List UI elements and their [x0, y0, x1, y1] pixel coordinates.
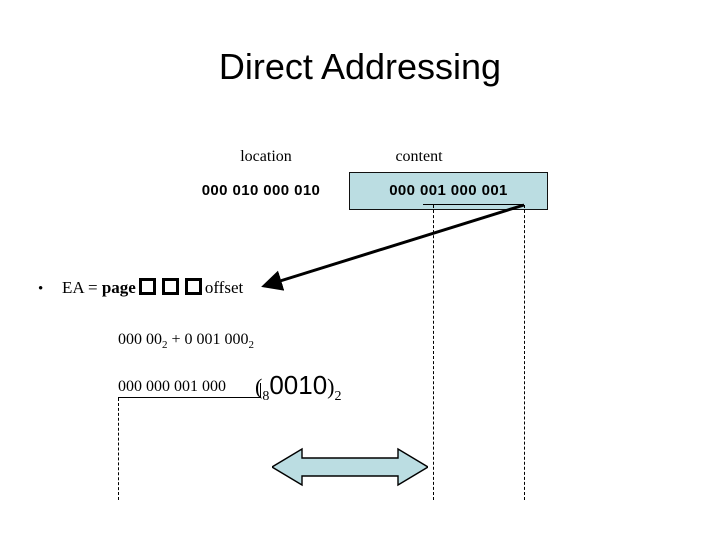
- overlay-open-paren: (: [255, 374, 263, 399]
- ea-formula-row: • EA = page offset: [38, 277, 243, 300]
- guide-line-left: [118, 398, 119, 500]
- guide-line-middle: [433, 205, 434, 500]
- overlay-close-paren: ): [327, 374, 335, 399]
- location-column-header: location: [240, 148, 292, 165]
- equation-operator: + 0 001 000: [167, 331, 249, 348]
- page-title: Direct Addressing: [218, 46, 502, 87]
- octal-binary-overlay: (80010)2: [255, 372, 342, 404]
- result-field-tick: [260, 383, 261, 398]
- overlay-digits: 0010: [269, 370, 328, 400]
- guide-line-right: [524, 205, 525, 500]
- result-underline: [118, 397, 261, 398]
- pointer-arrow-icon: [261, 203, 525, 291]
- equation-subscript-a: 2: [162, 339, 168, 351]
- double-headed-arrow-icon: [272, 447, 428, 487]
- equation-operand-a: 000 00: [118, 331, 162, 348]
- ea-label: EA =: [62, 278, 102, 297]
- equation-row: 000 002 + 0 001 0002: [118, 330, 254, 351]
- offset-label: offset: [204, 278, 244, 297]
- result-row: 000 000 001 000: [118, 377, 226, 397]
- content-field-underline: [423, 204, 524, 205]
- content-binary-value: 000 001 000 001: [389, 182, 508, 199]
- page-label: page: [101, 278, 136, 297]
- result-value: 000 000 001 000: [118, 378, 226, 395]
- overlay-binary-subscript: 2: [334, 389, 342, 404]
- missing-glyph-box-2: [161, 278, 179, 295]
- overlay-octal-subscript: 8: [262, 389, 270, 404]
- content-column-header: content: [395, 148, 443, 165]
- equation-subscript-b: 2: [248, 339, 255, 351]
- missing-glyph-box-1: [138, 278, 156, 295]
- location-binary-value: 000 010 000 010: [201, 182, 321, 199]
- bullet-icon: •: [38, 281, 44, 297]
- missing-glyph-box-3: [184, 278, 202, 295]
